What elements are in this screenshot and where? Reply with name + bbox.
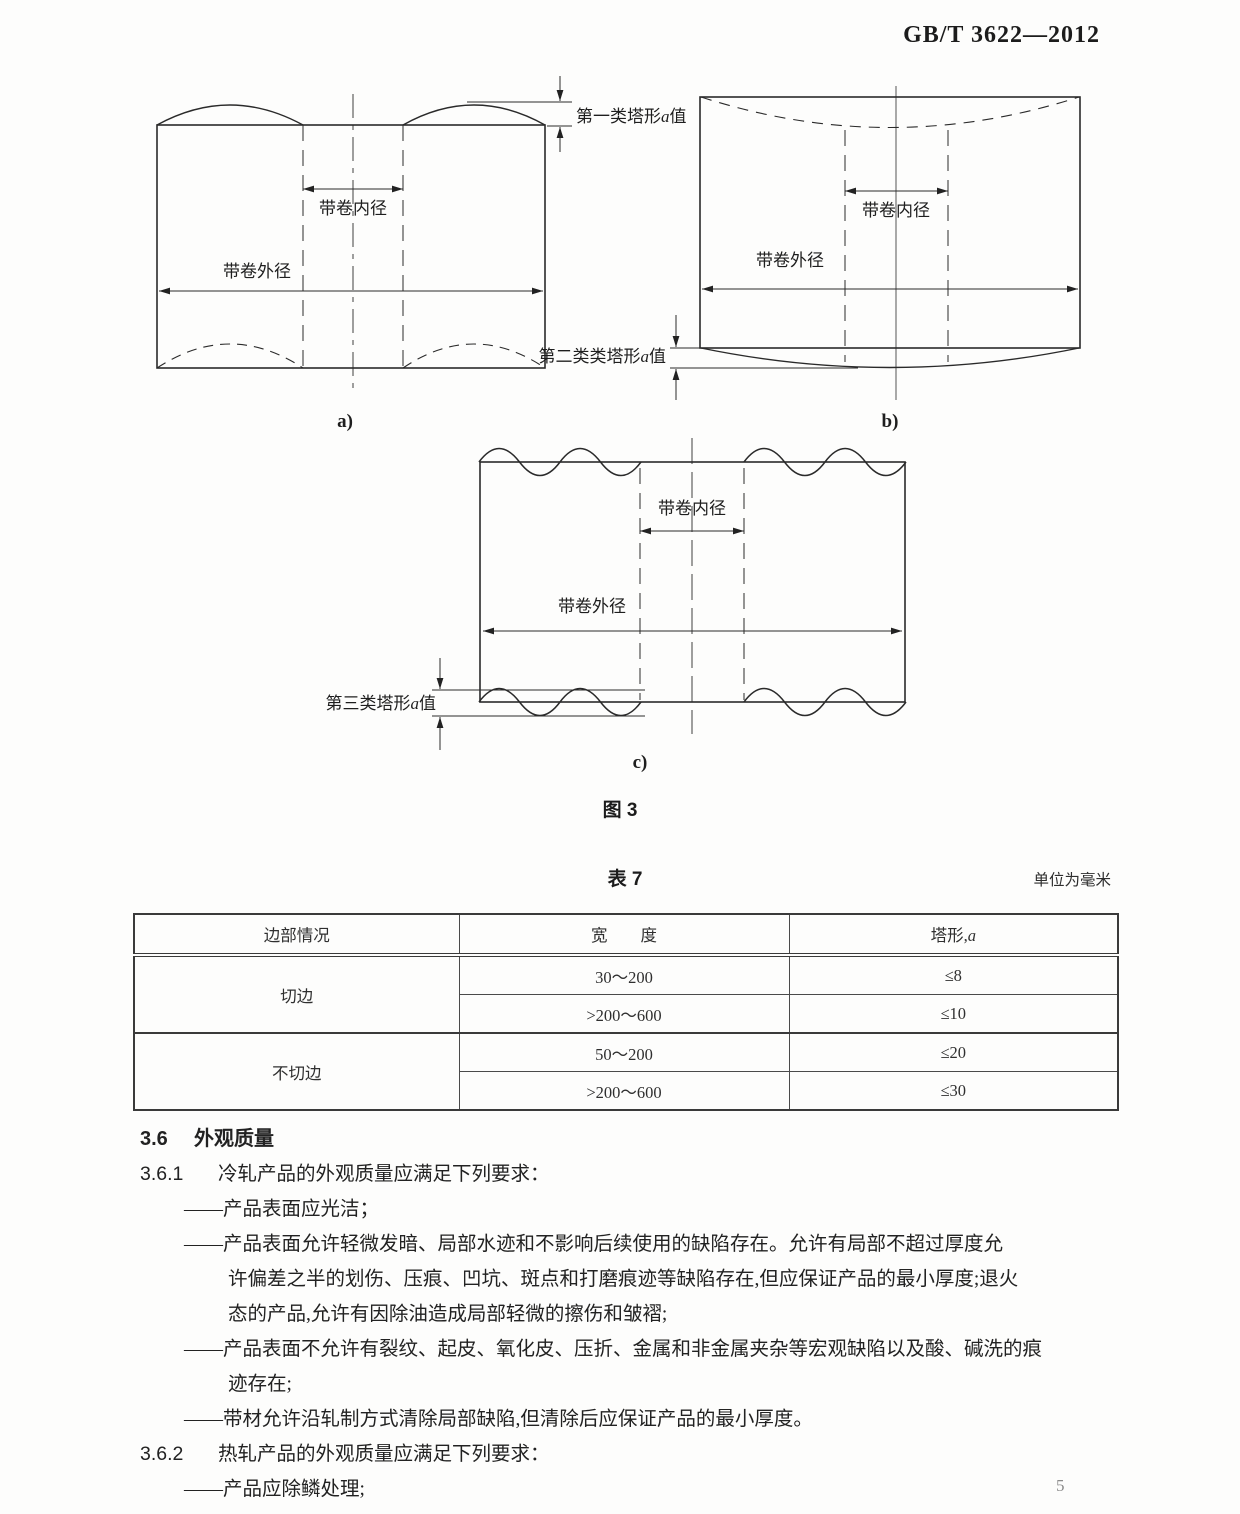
cell-width: 50～200 xyxy=(458,1032,790,1072)
body-text: 3.6 外观质量 3.6.1 冷轧产品的外观质量应满足下列要求： ——产品表面应光洁… xyxy=(140,1122,1132,1507)
coil-a-top-left-bulge xyxy=(156,104,304,126)
coil-a-body xyxy=(156,124,546,369)
table-row: 不切边 50～200 ≤20 xyxy=(133,1032,1119,1111)
clause-3-6-1: 3.6.1 冷轧产品的外观质量应满足下列要求： xyxy=(140,1157,1132,1192)
text-line: ——带材允许沿轧制方式清除局部缺陷,但清除后应保证产品的最小厚度。 xyxy=(184,1409,813,1430)
coil-a-inner-dia-label: 带卷内径 xyxy=(319,199,387,218)
text-line: 许偏差之半的划伤、压痕、凹坑、斑点和打磨痕迹等缺陷存在,但应保证产品的最小厚度;… xyxy=(228,1269,1019,1290)
coil-c-bottom-left-waves xyxy=(478,687,642,717)
requirement-item: ——带材允许沿轧制方式清除局部缺陷,但清除后应保证产品的最小厚度。 xyxy=(140,1402,1132,1437)
coil-c-top-right-waves xyxy=(743,447,907,477)
cell-tower: ≤20 xyxy=(788,1032,1119,1072)
coil-a-top-right-bulge xyxy=(402,104,546,126)
table-row: >200～600 ≤30 xyxy=(134,1071,1119,1111)
coil-b-top-sag-hidden xyxy=(700,96,1080,129)
clause-text: 热轧产品的外观质量应满足下列要求： xyxy=(218,1444,550,1465)
section-title: 外观质量 xyxy=(194,1128,274,1150)
cell-edge-untrimmed: 不切边 xyxy=(133,1032,460,1111)
subfigure-b-caption: b) xyxy=(882,411,899,432)
table-7-caption: 表 7 xyxy=(607,869,643,890)
table-header-row: 边部情况 宽 度 塔形,a xyxy=(133,913,1119,957)
coil-b-outer-dia-label: 带卷外径 xyxy=(756,251,824,270)
coil-a-outer-dia-label: 带卷外径 xyxy=(223,262,291,281)
clause-3-6-2: 3.6.2 热轧产品的外观质量应满足下列要求： xyxy=(140,1437,1132,1472)
coil-a-bottom-right-hidden-bulge xyxy=(402,343,546,369)
coil-b-body xyxy=(699,96,1081,349)
requirement-item: ——产品表面应光洁； xyxy=(140,1192,1132,1227)
text-line: ——产品应除鳞处理; xyxy=(184,1479,365,1500)
text-line: 迹存在; xyxy=(228,1374,292,1395)
coil-c-outer-dia-label: 带卷外径 xyxy=(558,597,626,616)
clause-number: 3.6.1 xyxy=(140,1163,184,1185)
figure-3-caption: 图 3 xyxy=(602,800,638,821)
table-7-unit-note: 单位为毫米 xyxy=(1033,872,1111,889)
tower2-label: 第二类类塔形a值 xyxy=(539,347,667,366)
clause-number: 3.6.2 xyxy=(140,1443,184,1465)
table-row: 切边 30～200 ≤8 xyxy=(133,954,1119,1034)
cell-width: >200～600 xyxy=(458,1071,790,1111)
subfigure-c-caption: c) xyxy=(633,752,648,773)
coil-c-top-left-waves xyxy=(478,447,642,477)
diagram-c xyxy=(432,438,907,750)
cell-width: 30～200 xyxy=(458,954,790,995)
section-number: 3.6 xyxy=(140,1128,168,1150)
coil-b-bottom-sag xyxy=(700,347,1080,369)
text-line: 态的产品,允许有因除油造成局部轻微的擦伤和皱褶; xyxy=(228,1304,668,1325)
text-line: ——产品表面应光洁； xyxy=(184,1199,380,1220)
requirement-item: ——产品表面不允许有裂纹、起皮、氧化皮、压折、金属和非金属夹杂等宏观缺陷以及酸、… xyxy=(140,1332,1132,1402)
coil-b-inner-dia-label: 带卷内径 xyxy=(862,201,930,220)
tower3-label: 第三类塔形a值 xyxy=(326,694,437,713)
text-line: ——产品表面允许轻微发暗、局部水迹和不影响后续使用的缺陷存在。允许有局部不超过厚… xyxy=(184,1234,1004,1255)
col-header-tower: 塔形,a xyxy=(788,913,1119,957)
col-header-width: 宽 度 xyxy=(458,913,790,957)
cell-tower: ≤8 xyxy=(788,954,1119,995)
cell-tower: ≤30 xyxy=(788,1071,1119,1111)
section-3-6-heading: 3.6 外观质量 xyxy=(140,1122,1132,1157)
col-header-edge: 边部情况 xyxy=(133,913,460,957)
coil-a-bottom-left-hidden-bulge xyxy=(156,343,304,369)
tower1-label: 第一类塔形a值 xyxy=(576,107,687,126)
coil-c-bottom-right-waves xyxy=(743,687,907,717)
table-7: 边部情况 宽 度 塔形,a 切边 30～200 ≤8 >200～600 ≤10 … xyxy=(133,913,1119,1111)
diagram-a xyxy=(156,76,572,392)
coil-c-inner-dia-label: 带卷内径 xyxy=(658,499,726,518)
cell-tower: ≤10 xyxy=(788,994,1119,1034)
page-number: 5 xyxy=(1056,1476,1065,1495)
cell-width: >200～600 xyxy=(458,994,790,1034)
requirement-item: ——产品应除鳞处理; xyxy=(140,1472,1132,1507)
requirement-item: ——产品表面允许轻微发暗、局部水迹和不影响后续使用的缺陷存在。允许有局部不超过厚… xyxy=(140,1227,1132,1332)
figure-3-diagrams: 带卷内径 带卷外径 第一类塔形a值 a) 带卷内径 带卷外径 第二类类塔形a值 … xyxy=(156,76,1081,773)
clause-text: 冷轧产品的外观质量应满足下列要求： xyxy=(218,1164,550,1185)
table-7-caption-row: 表 7 单位为毫米 xyxy=(133,864,1117,892)
diagram-b xyxy=(670,86,1081,400)
coil-c-body xyxy=(479,461,906,703)
cell-edge-trimmed: 切边 xyxy=(133,954,460,1034)
standard-number: GB/T 3622—2012 xyxy=(903,22,1100,48)
subfigure-a-caption: a) xyxy=(337,411,353,432)
text-line: ——产品表面不允许有裂纹、起皮、氧化皮、压折、金属和非金属夹杂等宏观缺陷以及酸、… xyxy=(184,1339,1043,1360)
